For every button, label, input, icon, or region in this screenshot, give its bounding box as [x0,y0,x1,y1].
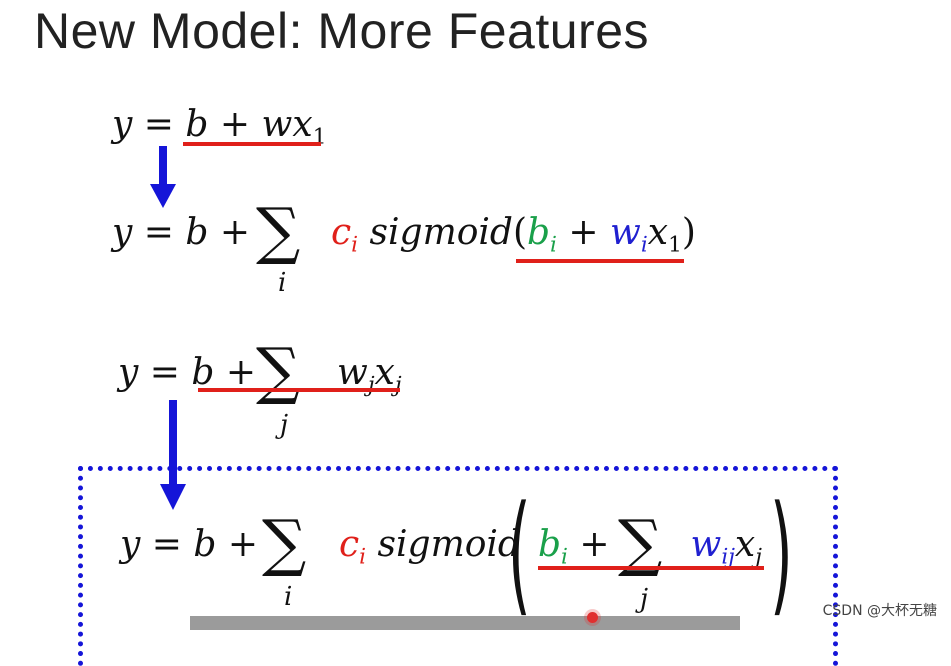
eq2-plus: + [219,212,251,253]
eq2-c-sub: i [351,232,359,258]
eq3-sigma: ∑ [256,334,301,407]
eq2-x: x [647,212,669,253]
eq1-b: b [185,104,209,145]
down-arrow-icon [160,400,186,510]
eq1-plus: + [219,104,251,145]
equation-sigmoid-single: y = b + ci sigmoid(bi + wix1) [112,212,696,258]
eq3-summation: ∑ [256,340,300,402]
eq4-close-paren: ) [769,477,793,629]
eq4-func: sigmoid [377,524,521,565]
pointer-dot [587,612,598,623]
eq2-bi-sub: i [550,232,557,258]
highlight-box [78,466,838,666]
eq1-underline [183,142,321,146]
eq3-w-sub: j [367,372,375,398]
equation-sigmoid-multi-inner: bi + wijxj [538,524,762,570]
eq4-sum-index: i [284,582,293,612]
eq4-summation: ∑ [262,512,306,574]
eq4-inner-summation: ∑ [618,512,662,574]
eq2-b: b [185,212,209,253]
eq3-equals: = [149,352,180,393]
equation-linear-multi: y = b + wjxj [118,352,402,398]
eq2-equals: = [143,212,174,253]
eq3-x: x [374,352,395,393]
equation-linear-single: y = b + wx1 [112,104,326,150]
eq3-underline [198,388,400,392]
eq4-equals: = [151,524,182,565]
equation-sigmoid-multi: y = b + ci sigmoid [120,524,521,570]
eq4-wij-sub: ij [721,544,735,570]
eq1-x: x [292,104,313,145]
eq2-close-paren: ) [681,212,696,253]
eq3-y: y [118,352,139,393]
eq4-b: b [193,524,217,565]
eq2-func: sigmoid [369,212,513,253]
eq1-w: w [261,104,293,145]
eq3-plus: + [225,352,257,393]
eq2-y: y [112,212,133,253]
eq4-open-paren: ( [507,477,531,629]
watermark: CSDN @大杯无糖 [822,603,937,619]
eq2-underline [516,259,684,263]
eq4-bi-sub: i [561,544,568,570]
eq2-summation: ∑ [256,200,300,262]
eq4-sigma: ∑ [262,506,307,579]
eq1-equals: = [143,104,174,145]
eq4-y: y [120,524,141,565]
eq3-b: b [191,352,215,393]
eq4-c: c [339,524,360,565]
eq2-plus2: + [568,212,599,253]
eq4-plus2: + [579,524,610,565]
down-arrow-icon [150,146,176,208]
eq2-wi: w [610,212,641,253]
eq2-bi: b [526,212,551,253]
eq4-bi: b [538,524,562,565]
eq3-sum-index: j [280,410,289,440]
eq3-x-sub: j [394,372,402,398]
eq4-x-sub: j [755,544,762,570]
eq2-wi-sub: i [640,232,648,258]
eq4-wij: w [690,524,722,565]
eq4-plus: + [227,524,259,565]
eq2-c: c [331,212,352,253]
eq2-x-sub: 1 [668,232,682,258]
eq2-sigma: ∑ [256,194,301,267]
eq2-open-paren: ( [512,212,527,253]
subtitle-bar [190,616,740,630]
slide-title: New Model: More Features [34,3,650,59]
eq4-inner-sigma: ∑ [618,506,663,579]
eq2-sum-index: i [278,268,287,298]
eq3-w: w [337,352,368,393]
eq4-inner-sum-index: j [640,584,649,614]
eq4-underline [538,566,764,570]
eq1-y: y [112,104,133,145]
eq4-x: x [734,524,756,565]
eq4-c-sub: i [359,544,367,570]
